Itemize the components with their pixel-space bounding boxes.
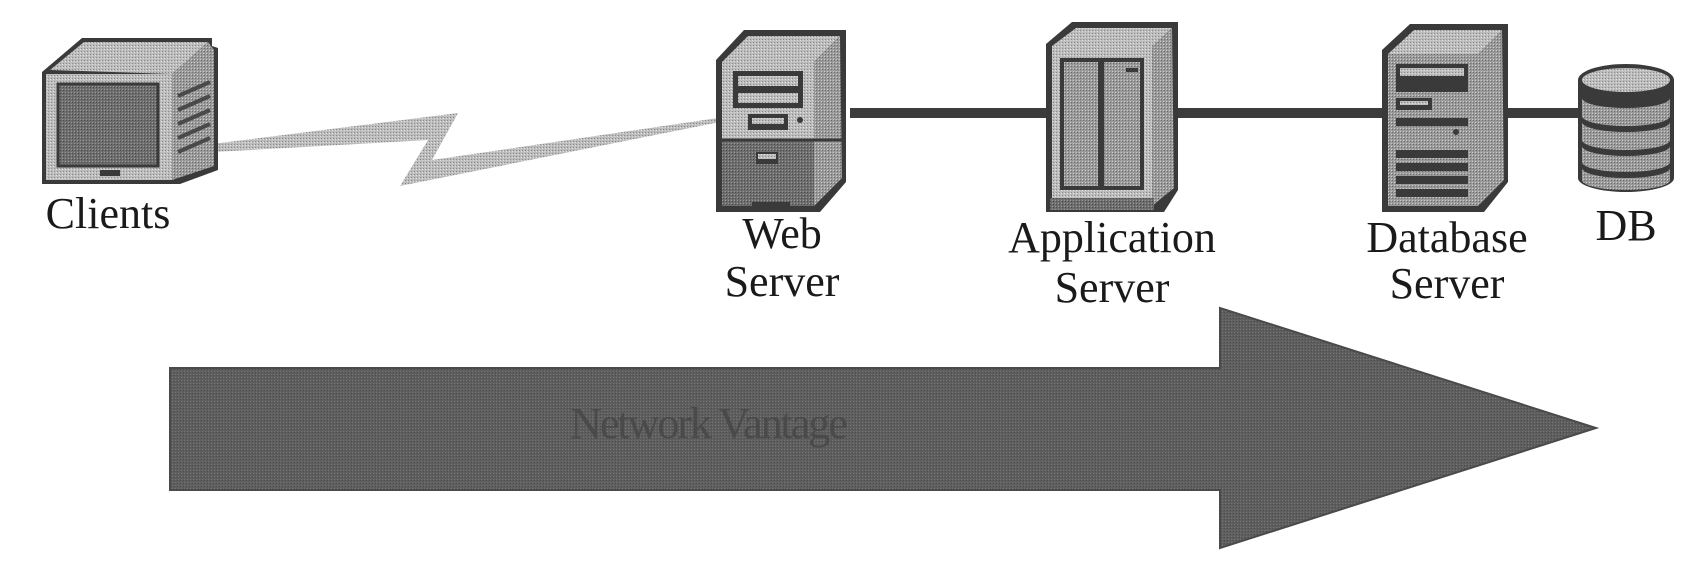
application-server-label-line1: Application: [1008, 213, 1216, 262]
db-label: DB: [1595, 201, 1656, 250]
network-vantage-arrow: Network Vantage: [169, 306, 1600, 550]
clients-label: Clients: [46, 189, 171, 238]
network-vantage-label: Network Vantage: [570, 399, 846, 448]
database-server-tower-icon[interactable]: [1382, 24, 1508, 212]
application-server-cabinet-icon[interactable]: [1046, 22, 1178, 212]
node-labels: Clients Web Server Application Server Da…: [46, 189, 1657, 312]
web-server-label-line1: Web: [742, 209, 822, 258]
links: [212, 108, 1580, 186]
client-monitor-icon[interactable]: [42, 38, 218, 184]
link-clients-web-server: [212, 113, 720, 186]
application-server-label-line2: Server: [1055, 263, 1170, 312]
arrow-shape: [169, 306, 1600, 550]
web-server-label-line2: Server: [725, 257, 840, 306]
database-cylinder-icon[interactable]: [1578, 64, 1674, 192]
web-server-tower-icon[interactable]: [716, 30, 846, 212]
database-server-label-line1: Database: [1366, 213, 1527, 262]
database-server-label-line2: Server: [1390, 259, 1505, 308]
